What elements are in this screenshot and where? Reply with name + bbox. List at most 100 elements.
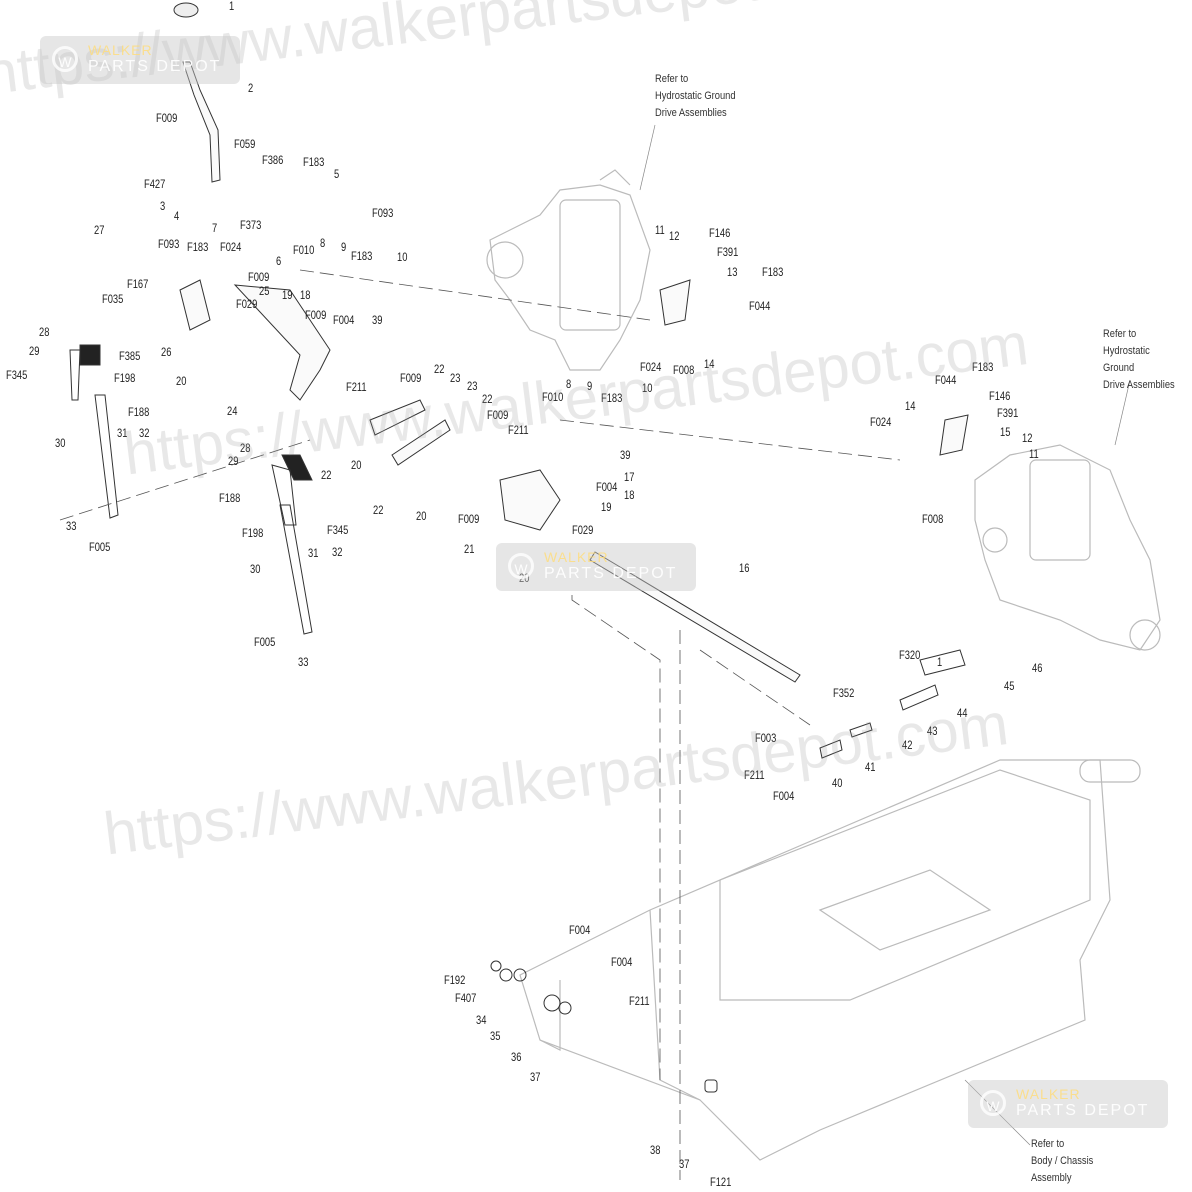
callout-label: F010 bbox=[293, 243, 315, 257]
callout-label: 30 bbox=[250, 562, 261, 576]
callout-label: 28 bbox=[240, 441, 251, 455]
callout-label: F008 bbox=[673, 363, 695, 377]
callout-label: 37 bbox=[530, 1070, 541, 1084]
note-line: Body / Chassis bbox=[1031, 1155, 1094, 1167]
callout-label: F009 bbox=[305, 308, 327, 322]
callout-label: F391 bbox=[717, 245, 739, 259]
callout-label: 41 bbox=[865, 760, 876, 774]
callout-label: F009 bbox=[156, 111, 178, 125]
callout-label: 32 bbox=[139, 426, 150, 440]
callout-label: 10 bbox=[397, 250, 408, 264]
callout-label: 9 bbox=[587, 379, 593, 393]
parts-linework bbox=[69, 2, 969, 1093]
note-hydrostatic-drive-right: Refer to Hydrostatic Ground Drive Assemb… bbox=[1103, 326, 1179, 394]
callout-label: 19 bbox=[601, 500, 612, 514]
callout-label: 11 bbox=[655, 223, 665, 237]
callout-label: 11 bbox=[1029, 447, 1039, 461]
callout-label: F035 bbox=[102, 292, 124, 306]
leader-lines bbox=[639, 124, 1131, 1146]
callout-label: F029 bbox=[236, 297, 258, 311]
callout-label: F024 bbox=[220, 240, 242, 254]
callout-label: 13 bbox=[727, 265, 738, 279]
callout-label: F183 bbox=[601, 391, 623, 405]
callout-label: 2 bbox=[248, 81, 254, 95]
callout-label: F004 bbox=[569, 923, 591, 937]
callout-label: 22 bbox=[434, 362, 445, 376]
chassis-frame bbox=[519, 759, 1141, 1161]
callout-label: 23 bbox=[467, 379, 478, 393]
callout-label: F188 bbox=[219, 491, 241, 505]
callout-label: 19 bbox=[282, 288, 293, 302]
callout-label: 25 bbox=[259, 284, 270, 298]
callout-label: F385 bbox=[119, 349, 141, 363]
callout-label: F198 bbox=[114, 371, 136, 385]
callout-label: F211 bbox=[629, 994, 650, 1008]
callout-label: 44 bbox=[957, 706, 968, 720]
callout-label: 3 bbox=[160, 199, 166, 213]
callout-label: 14 bbox=[905, 399, 916, 413]
callout-label: 45 bbox=[1004, 679, 1015, 693]
callout-label: F004 bbox=[611, 955, 633, 969]
callout-label: F211 bbox=[346, 380, 367, 394]
callout-label: F009 bbox=[487, 408, 509, 422]
callout-label: F407 bbox=[455, 991, 477, 1005]
callout-label: F093 bbox=[158, 237, 180, 251]
callout-label: 43 bbox=[927, 724, 938, 738]
callout-label: F003 bbox=[755, 731, 777, 745]
callout-label: 39 bbox=[372, 313, 383, 327]
callout-label: F183 bbox=[187, 240, 209, 254]
note-line: Drive Assemblies bbox=[655, 107, 727, 119]
callout-label: F093 bbox=[372, 206, 394, 220]
callout-label: F009 bbox=[458, 512, 480, 526]
callout-label: 32 bbox=[332, 545, 343, 559]
note-line: Hydrostatic Ground bbox=[655, 90, 736, 102]
callout-label: 39 bbox=[620, 448, 631, 462]
callout-label: 4 bbox=[174, 209, 180, 223]
callout-label: 40 bbox=[832, 776, 843, 790]
callout-label: 20 bbox=[351, 458, 362, 472]
transaxle-top bbox=[486, 169, 651, 371]
note-line: Assembly bbox=[1031, 1172, 1072, 1184]
callout-label: F024 bbox=[870, 415, 892, 429]
callout-label: F004 bbox=[333, 313, 355, 327]
note-line: Refer to bbox=[1103, 328, 1137, 340]
callout-label: F008 bbox=[922, 512, 944, 526]
callout-label: 42 bbox=[902, 738, 913, 752]
callout-label: 26 bbox=[161, 345, 172, 359]
callout-label: 23 bbox=[450, 371, 461, 385]
callout-label: 8 bbox=[320, 236, 326, 250]
callout-label: F005 bbox=[254, 635, 276, 649]
callout-label: 16 bbox=[739, 561, 750, 575]
callout-label: 28 bbox=[39, 325, 50, 339]
callout-label: 18 bbox=[624, 488, 635, 502]
callout-label: 10 bbox=[642, 381, 653, 395]
callout-label: F345 bbox=[6, 368, 28, 382]
callout-label: 18 bbox=[300, 288, 311, 302]
note-line: Drive Assemblies bbox=[1103, 379, 1175, 391]
callout-label: 21 bbox=[464, 542, 475, 556]
callout-label: 46 bbox=[1032, 661, 1043, 675]
callout-label: 31 bbox=[308, 546, 319, 560]
callout-label: 22 bbox=[482, 392, 493, 406]
callout-label: F005 bbox=[89, 540, 111, 554]
callout-label: F427 bbox=[144, 177, 166, 191]
callout-label: 33 bbox=[298, 655, 309, 669]
callout-label: 29 bbox=[29, 344, 40, 358]
callout-label: 22 bbox=[373, 503, 384, 517]
note-line: Refer to bbox=[1031, 1138, 1065, 1150]
callout-label: F146 bbox=[989, 389, 1011, 403]
callout-label: 17 bbox=[624, 470, 635, 484]
callout-label: F183 bbox=[351, 249, 373, 263]
callout-label: F183 bbox=[762, 265, 784, 279]
callout-label: 8 bbox=[566, 377, 572, 391]
callout-label: 35 bbox=[490, 1029, 501, 1043]
callout-label: F188 bbox=[128, 405, 150, 419]
callout-label: 24 bbox=[227, 404, 238, 418]
callout-label: F391 bbox=[997, 406, 1019, 420]
callout-label: 6 bbox=[276, 254, 282, 268]
callout-label: 14 bbox=[704, 357, 715, 371]
callout-label: 12 bbox=[1022, 431, 1033, 445]
callout-label: F004 bbox=[596, 480, 618, 494]
note-body-chassis: Refer to Body / Chassis Assembly bbox=[1031, 1136, 1093, 1187]
